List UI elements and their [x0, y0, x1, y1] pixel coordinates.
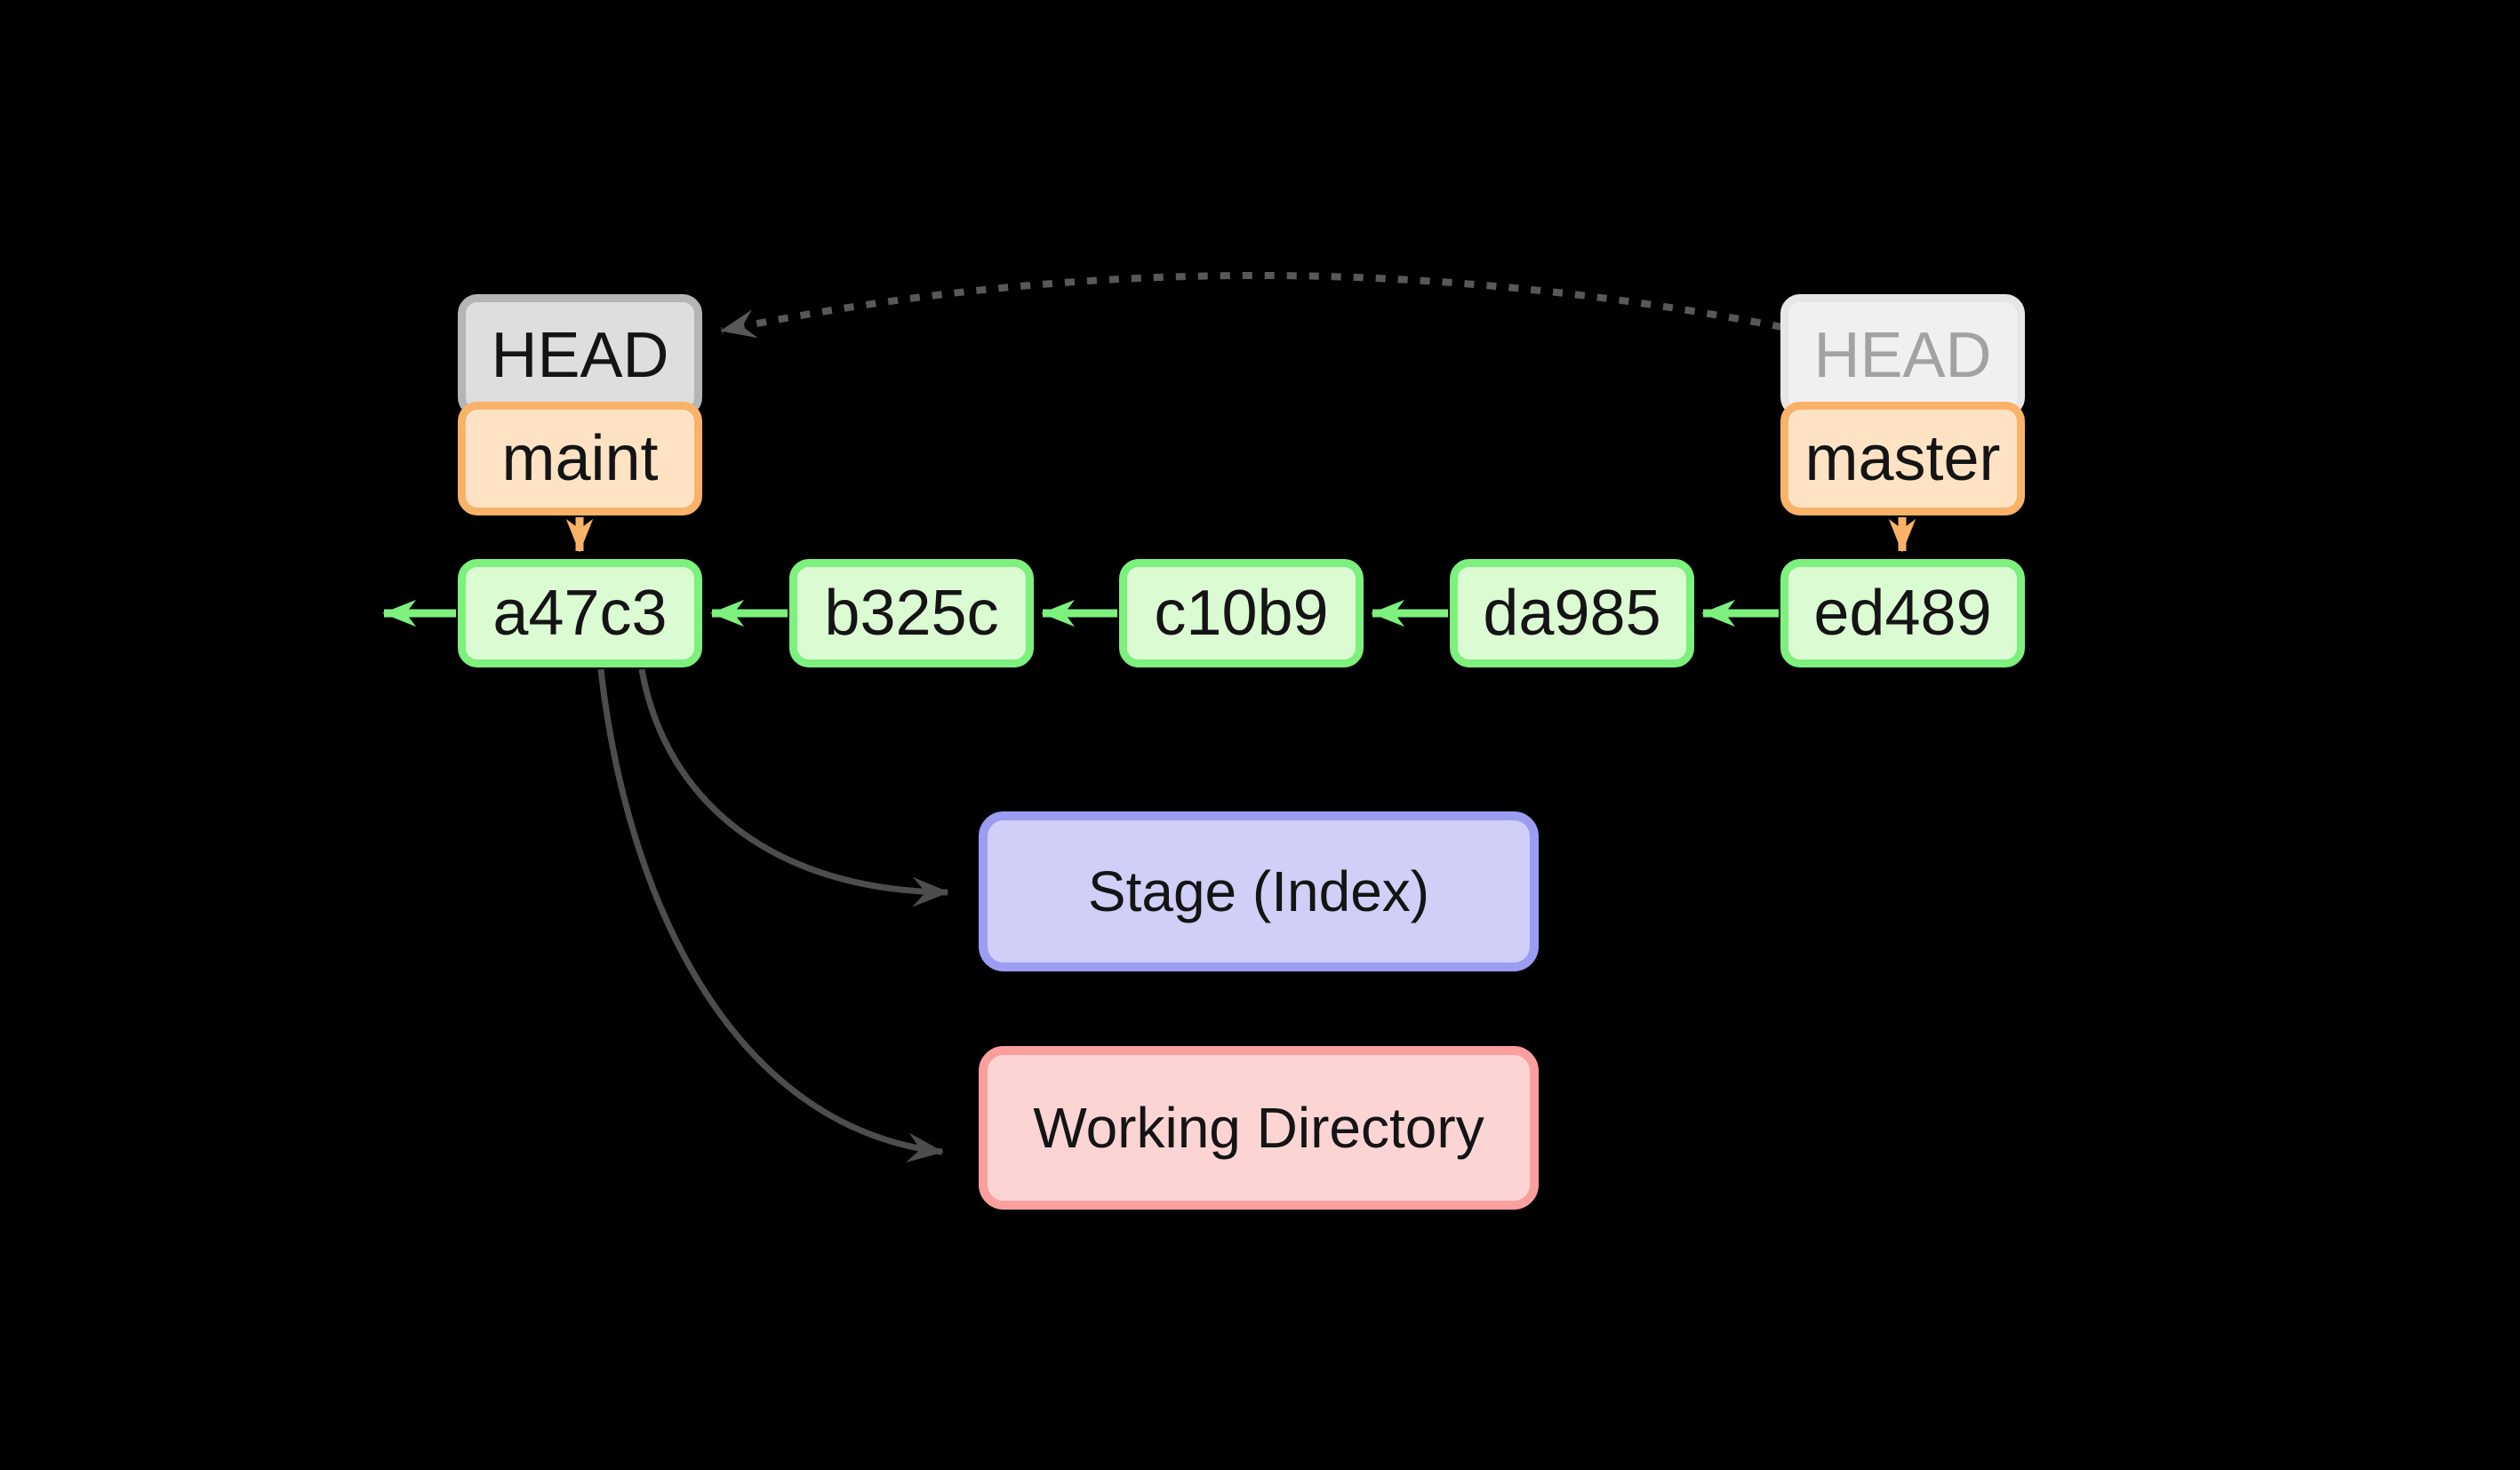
stage-label: Stage (Index)	[1087, 859, 1430, 923]
working-directory-box: Working Directory	[979, 1046, 1539, 1210]
head-box-current: HEAD	[458, 294, 702, 417]
branch-box-master: master	[1780, 402, 2025, 515]
commit-to-stage-arrow	[638, 668, 949, 907]
head-move-dotted-arrow	[720, 271, 1783, 339]
commit-id: ed489	[1813, 578, 1992, 649]
head-current-label: HEAD	[491, 320, 669, 391]
commit-id: c10b9	[1154, 578, 1329, 649]
commit-id: da985	[1483, 578, 1661, 649]
commit-box-b325c: b325c	[789, 559, 1034, 667]
stage-box: Stage (Index)	[979, 811, 1539, 971]
commit-id: a47c3	[492, 578, 668, 649]
commit-box-da985: da985	[1450, 559, 1694, 667]
commit-id: b325c	[824, 578, 999, 649]
head-previous-label: HEAD	[1813, 320, 1992, 391]
branch-master-label: master	[1804, 423, 2001, 494]
commit-to-workdir-arrow	[597, 668, 944, 1163]
commit-box-ed489: ed489	[1780, 559, 2025, 667]
branch-maint-label: maint	[501, 423, 659, 494]
branch-box-maint: maint	[458, 402, 702, 515]
commit-box-a47c3: a47c3	[458, 559, 702, 667]
commit-box-c10b9: c10b9	[1119, 559, 1364, 667]
working-directory-label: Working Directory	[1033, 1096, 1484, 1160]
head-box-previous: HEAD	[1780, 294, 2025, 417]
